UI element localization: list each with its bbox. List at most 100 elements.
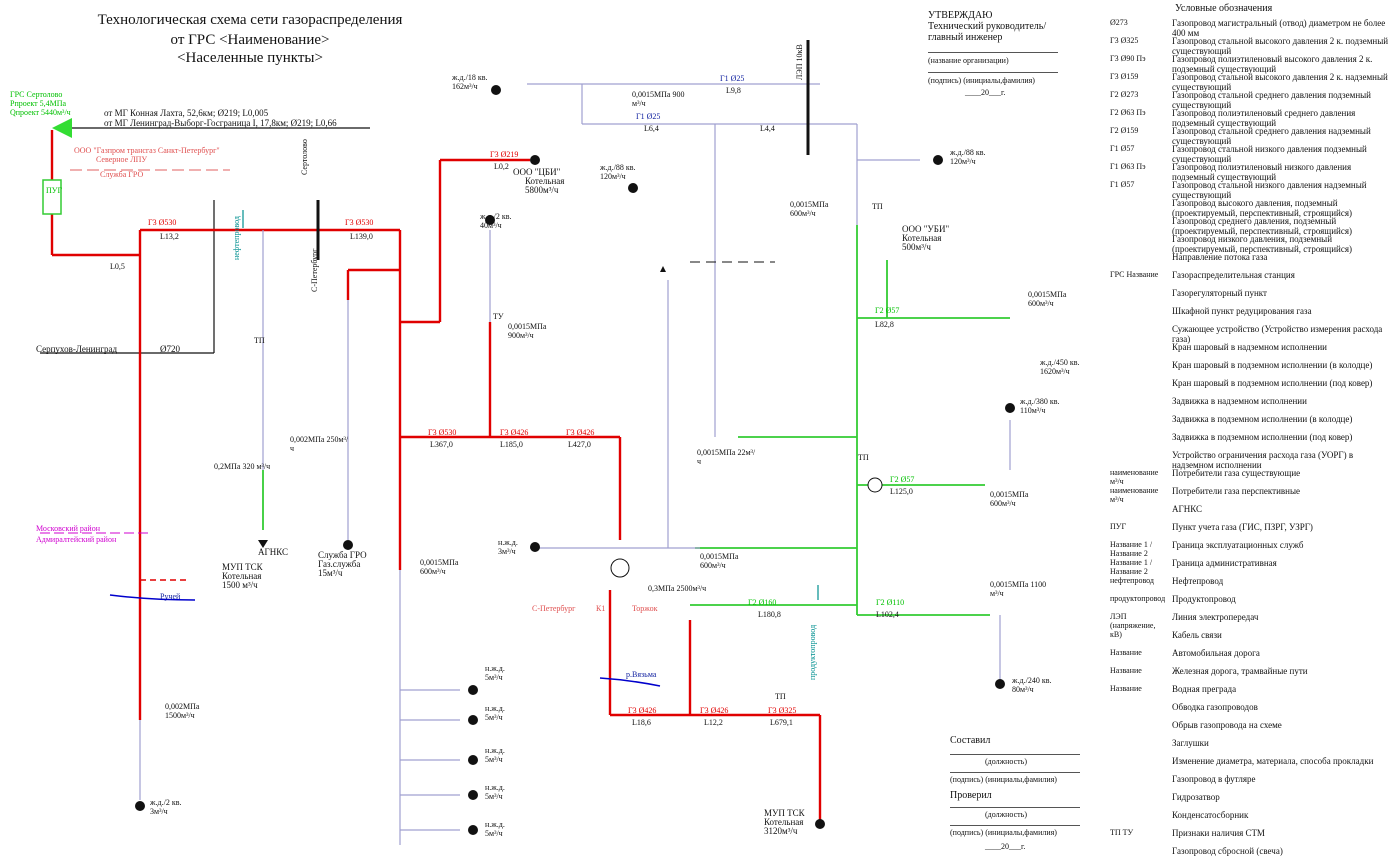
legend-text: Железная дорога, трамвайные пути <box>1172 666 1308 676</box>
seg-s17: L6,4 <box>644 124 659 133</box>
approval-position: Технический руководитель/ главный инжене… <box>928 21 1047 43</box>
legend-symbol <box>1110 360 1165 374</box>
legend-text: Гидрозатвор <box>1172 792 1220 802</box>
approval-date: ____20___г. <box>965 88 1006 97</box>
seg-s14: Г1 Ø25 <box>720 74 745 83</box>
legend-symbol <box>1110 324 1165 338</box>
seg-s26: L18,6 <box>632 718 651 727</box>
operator-name: ООО "Газпром трансгаз Санкт-Петербург" <box>74 146 220 155</box>
seg-s32: L125,0 <box>890 487 913 496</box>
grs-name: ГРС Сертолово <box>10 90 63 99</box>
legend-text: Газораспределительная станция <box>1172 270 1295 280</box>
legend-text: Газопровод полиэтиленовый высокого давле… <box>1172 54 1373 74</box>
tp-1: ТУ <box>493 312 504 321</box>
res-3: ж.д./2 кв. <box>480 212 512 221</box>
legend-symbol: Название <box>1110 648 1142 657</box>
legend-text: Продуктопровод <box>1172 594 1236 604</box>
legend-text: Кран шаровый в подземном исполнении (под… <box>1172 378 1373 388</box>
seg-s2: L13,2 <box>160 232 179 241</box>
sig-composed: Составил <box>950 735 991 746</box>
sig-position2: (должность) <box>985 810 1027 819</box>
legend-text: Кран шаровый в надземном исполнении <box>1172 342 1327 352</box>
legend-symbol: Г2 Ø159 <box>1110 126 1139 135</box>
legend-text: Газопровод полиэтиленовый среднего давле… <box>1172 108 1356 128</box>
legend-symbol: ПУГ <box>1110 522 1127 531</box>
legend-text: Устройство ограничения расхода газа (УОР… <box>1172 450 1354 470</box>
pressure-0: 0,0015МПа 900 м³/ч <box>632 90 685 108</box>
legend-text: Газопровод магистральный (отвод) диаметр… <box>1172 18 1386 38</box>
res-1: ж.д./88 кв. <box>600 163 636 172</box>
seg-s29: Г3 Ø325 <box>768 706 797 715</box>
label-vyazma: р.Вязьма <box>626 670 657 679</box>
seg-s13: L367,0 <box>430 440 453 449</box>
high-pressure-pipelines <box>50 130 822 820</box>
legend-text: Водная преграда <box>1172 684 1237 694</box>
label-produkt: продуктопровод <box>808 624 817 680</box>
seg-s9: L185,0 <box>500 440 523 449</box>
legend-text: Обрыв газопровода на схеме <box>1172 720 1282 730</box>
seg-s28: L12,2 <box>704 718 723 727</box>
legend-symbol: Название <box>1110 666 1142 675</box>
consumer-markers <box>135 85 1015 835</box>
label-road-spb: С-Петербург <box>532 604 576 613</box>
legend-symbol <box>1110 306 1165 320</box>
tp-2: ТП <box>872 202 883 211</box>
pressure-5: 0,0015МПа 600м³/ч <box>700 552 739 570</box>
legend-text: Газопровод высокого давления, подземный … <box>1172 198 1352 218</box>
legend-symbol <box>1110 432 1165 446</box>
legend-symbol: ЛЭП (напряжение, кВ) <box>1110 612 1156 639</box>
page-subtitle-places: <Населенные пункты> <box>177 50 323 66</box>
legend-text: Кран шаровый в подземном исполнении (в к… <box>1172 360 1373 370</box>
tp-0: ТП <box>254 336 265 345</box>
seg-s31: Г2 Ø57 <box>890 475 915 484</box>
legend-symbol: Название <box>1110 684 1142 693</box>
res-13: н.ж.д. <box>485 820 505 829</box>
approval-heading: УТВЕРЖДАЮ <box>928 10 993 21</box>
legend-text: Газопровод полиэтиленовый низкого давлен… <box>1172 162 1352 182</box>
legend-text: Газопровод стальной среднего давления по… <box>1172 90 1372 110</box>
legend-text: Сужающее устройство (Устройство измерени… <box>1172 324 1383 344</box>
label-ruchey: Ручей <box>160 592 181 601</box>
page-title: Технологическая схема сети газораспредел… <box>97 12 403 28</box>
legend-text: Газопровод стальной среднего давления на… <box>1172 126 1371 146</box>
seg-s27: Г3 Ø426 <box>700 706 729 715</box>
legend-symbol <box>1110 378 1165 392</box>
seg-s4: L139,0 <box>350 232 373 241</box>
seg-s10: Г3 Ø426 <box>566 428 595 437</box>
label-neft: нефтепровод <box>232 215 241 260</box>
legend-text: Газопровод стальной высокого давления 2 … <box>1172 72 1388 92</box>
seg-s19: Г2 Ø57 <box>875 306 900 315</box>
seg-s1: Г3 Ø530 <box>148 218 177 227</box>
seg-s20: L82,8 <box>875 320 894 329</box>
legend-symbol: нефтепровод <box>1110 576 1155 585</box>
grs-triangle <box>52 118 72 138</box>
res-0: ж.д./18 кв. <box>452 73 488 82</box>
legend-symbol: наименование м³/ч <box>1110 486 1159 504</box>
legend-symbol: Название 1 / Название 2 <box>1110 558 1153 576</box>
sig-sign2: (подпись) (инициалы,фамилия) <box>950 828 1057 837</box>
grs-pressure: Рпроект 5,4МПа <box>10 99 67 108</box>
res-2: ж.д./88 кв. <box>950 148 986 157</box>
legend-symbol: Г1 Ø57 <box>1110 144 1135 153</box>
seg-s6: Г3 Ø219 <box>490 150 519 159</box>
pressure-10: 0,2МПа 320 м³/ч <box>214 462 271 471</box>
legend-text: Граница административная <box>1172 558 1277 568</box>
legend-symbol <box>1110 198 1165 212</box>
legend-symbol: Г2 Ø63 Пэ <box>1110 108 1146 117</box>
seg-s12: Г3 Ø530 <box>428 428 457 437</box>
legend-symbol <box>1110 342 1165 356</box>
operator-service: Служба ГРО <box>100 170 144 179</box>
res-7: ж.д./2 кв. <box>150 798 182 807</box>
consumer-gro: Служба ГРО <box>318 550 367 560</box>
operator-unit: Северное ЛПУ <box>96 155 148 164</box>
legend-symbol <box>1110 846 1165 860</box>
sig-date: ____20___г. <box>985 842 1026 851</box>
legend-text: Задвижка в надземном исполнении <box>1172 396 1307 406</box>
pressure-3: 0,0015МПа 600м³/ч <box>1028 290 1067 308</box>
seg-s3: Г3 Ø530 <box>345 218 374 227</box>
pressure-8: 0,0015МПа 600м³/ч <box>420 558 459 576</box>
pressure-9: 0,3МПа 2500м³/ч <box>648 584 707 593</box>
res-8: н.ж.д. <box>498 538 518 547</box>
res-12: н.ж.д. <box>485 783 505 792</box>
legend-text: Потребители газа существующие <box>1172 468 1301 478</box>
